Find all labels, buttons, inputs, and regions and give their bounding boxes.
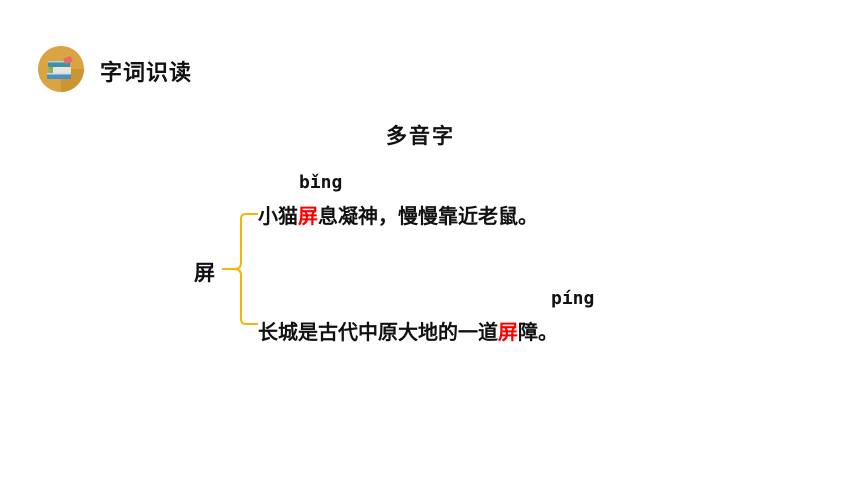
highlighted-character: 屏 <box>298 204 318 228</box>
pinyin-reading-2: píng <box>551 288 595 309</box>
sentence-text: 息凝神，慢慢靠近老鼠。 <box>318 204 538 228</box>
sentence-text: 障。 <box>518 320 558 344</box>
brace-connector <box>220 205 260 335</box>
sentence-text: 长城是古代中原大地的一道 <box>258 320 498 344</box>
section-title: 多音字 <box>386 124 455 148</box>
example-sentence-1: 小猫屏息凝神，慢慢靠近老鼠。 <box>258 200 538 229</box>
example-sentence-2: 长城是古代中原大地的一道屏障。 <box>258 316 558 345</box>
pinyin-reading-1: bǐng <box>299 172 343 193</box>
main-character: 屏 <box>194 261 215 285</box>
book-stack-icon <box>38 46 84 92</box>
highlighted-character: 屏 <box>498 320 518 344</box>
header-title: 字词识读 <box>100 61 193 86</box>
sentence-text: 小猫 <box>258 204 298 228</box>
